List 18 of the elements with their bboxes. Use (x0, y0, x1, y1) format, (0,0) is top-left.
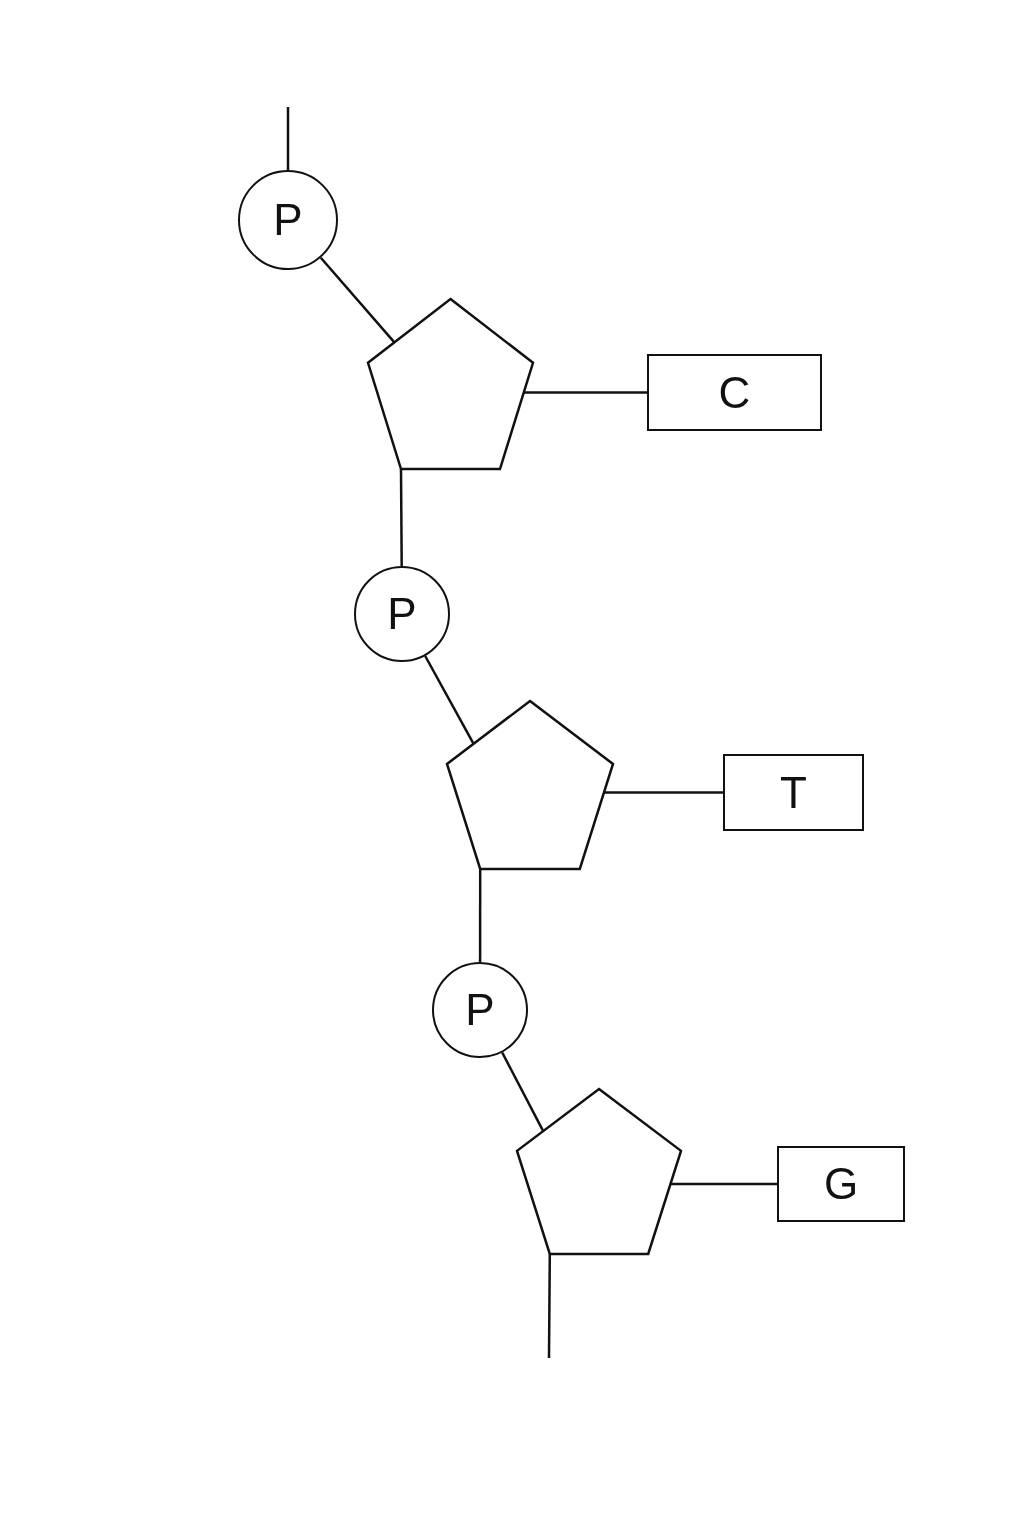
pentagon-node (447, 701, 613, 869)
circle-node: P (432, 962, 528, 1058)
connector-line (399, 469, 403, 566)
circle-node: P (354, 566, 450, 662)
rect-node: T (723, 754, 864, 831)
circle-node: P (238, 170, 338, 270)
connector-line (501, 1051, 545, 1132)
pentagon-node (368, 299, 533, 469)
rect-node: C (647, 354, 822, 431)
connector-line (286, 107, 290, 170)
connector-line (670, 1182, 777, 1186)
connector-line (547, 1254, 552, 1358)
connector-line (424, 655, 475, 745)
connector-line (478, 869, 482, 962)
pentagon-node (517, 1089, 681, 1254)
connector-line (319, 256, 396, 344)
rect-node: G (777, 1146, 905, 1222)
connector-line (604, 791, 723, 794)
